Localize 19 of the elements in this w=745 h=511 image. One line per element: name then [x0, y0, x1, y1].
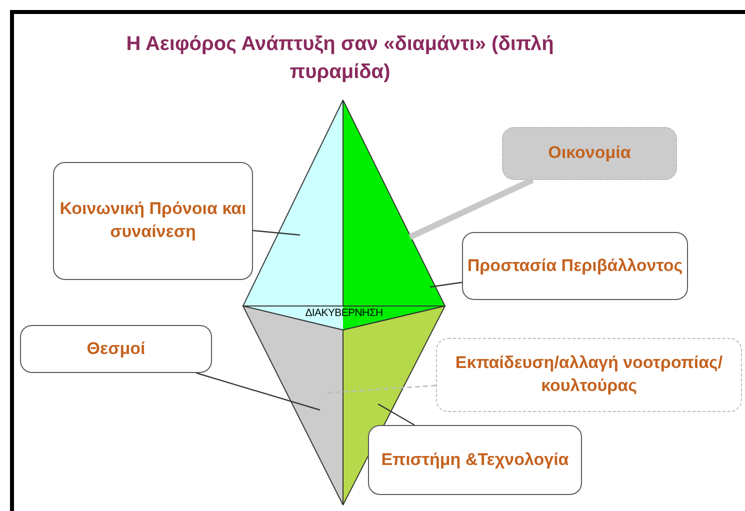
callout-box	[502, 127, 677, 180]
leader-line	[408, 177, 534, 240]
leader-line	[252, 230, 300, 236]
leader-line	[324, 384, 436, 394]
callout-box	[462, 232, 688, 300]
callout-box	[436, 338, 742, 412]
callout-text: Εκπαίδευση/αλλαγή νοοτροπίας/κουλτούρας	[454, 352, 724, 397]
callout-box	[20, 325, 212, 373]
callout-text: Θεσμοί	[86, 338, 146, 360]
callout-text: Επιστήμη &Τεχνολογία	[381, 448, 569, 471]
leader-line	[378, 403, 415, 426]
callout-text: Οικονομία	[548, 142, 631, 164]
callout-text: Προστασία Περιβάλλοντος	[467, 254, 683, 277]
callout-box	[368, 425, 582, 495]
leader-line	[430, 282, 462, 288]
diagram-title: Η Αειφόρος Ανάπτυξη σαν «διαμάντι» (διπλή πυραμίδα)	[125, 32, 555, 85]
callout-box	[53, 162, 253, 280]
leader-line	[196, 372, 320, 411]
callout-text: Κοινωνική Πρόνοια και συναίνεση	[58, 198, 248, 243]
